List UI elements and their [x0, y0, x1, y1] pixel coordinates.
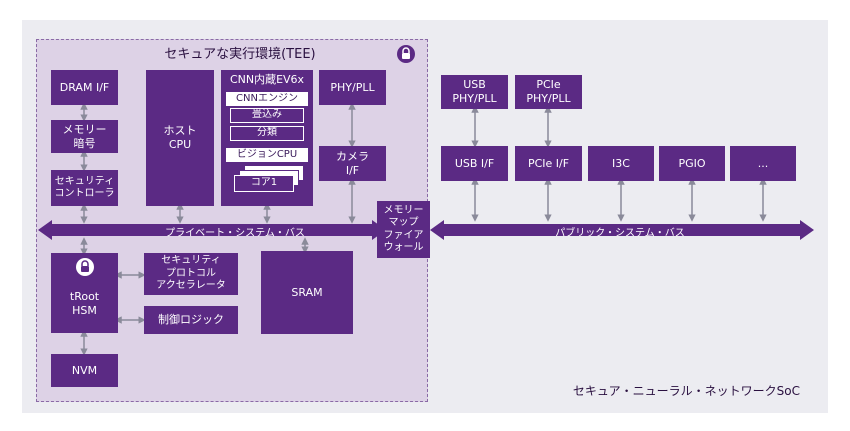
- more-block: ...: [730, 146, 796, 181]
- cnn-title: CNN内蔵EV6x: [229, 73, 305, 86]
- i3c-block: I3C: [588, 146, 654, 181]
- camera-if-block: カメラ I/F: [319, 146, 386, 181]
- control-logic-block: 制御ロジック: [144, 306, 238, 334]
- memory-map-firewall-block: メモリー マップ ファイア ウォール: [377, 201, 430, 258]
- public-bus-arrow: [430, 220, 814, 240]
- pgio-block: PGIO: [659, 146, 725, 181]
- tee-title: セキュアな実行環境(TEE): [164, 47, 316, 62]
- core1-block: コア1: [234, 175, 294, 192]
- host-cpu-block: ホスト CPU: [146, 70, 214, 206]
- convolution-block: 畳込み: [230, 108, 304, 123]
- memory-crypto-block: メモリー 暗号: [51, 120, 118, 153]
- lock-icon: [397, 45, 415, 63]
- private-bus-label: プライベート・システム・バス: [165, 228, 305, 239]
- nvm-block: NVM: [51, 354, 118, 387]
- security-protocol-accelerator-block: セキュリティ プロトコル アクセラレータ: [144, 253, 238, 295]
- troot-hsm-block: tRoot HSM: [51, 253, 118, 333]
- public-bus-label: パブリック・システム・バス: [555, 228, 685, 239]
- hsm-lock-icon: [76, 258, 94, 276]
- dram-if-block: DRAM I/F: [51, 70, 118, 105]
- classification-block: 分類: [230, 126, 304, 141]
- soc-label: セキュア・ニューラル・ネットワークSoC: [572, 384, 800, 398]
- usb-phy-pll-block: USB PHY/PLL: [441, 75, 508, 109]
- usb-if-block: USB I/F: [441, 146, 508, 181]
- pcie-phy-pll-block: PCIe PHY/PLL: [515, 75, 582, 109]
- phy-pll-block: PHY/PLL: [319, 70, 386, 105]
- vision-cpu-label: ビジョンCPU: [226, 148, 308, 162]
- sram-block: SRAM: [261, 251, 353, 334]
- cnn-engine-label: CNNエンジン: [226, 92, 308, 106]
- pcie-if-block: PCIe I/F: [515, 146, 582, 181]
- security-controller-block: セキュリティ コントローラ: [51, 170, 118, 206]
- private-bus-arrow: [38, 220, 386, 240]
